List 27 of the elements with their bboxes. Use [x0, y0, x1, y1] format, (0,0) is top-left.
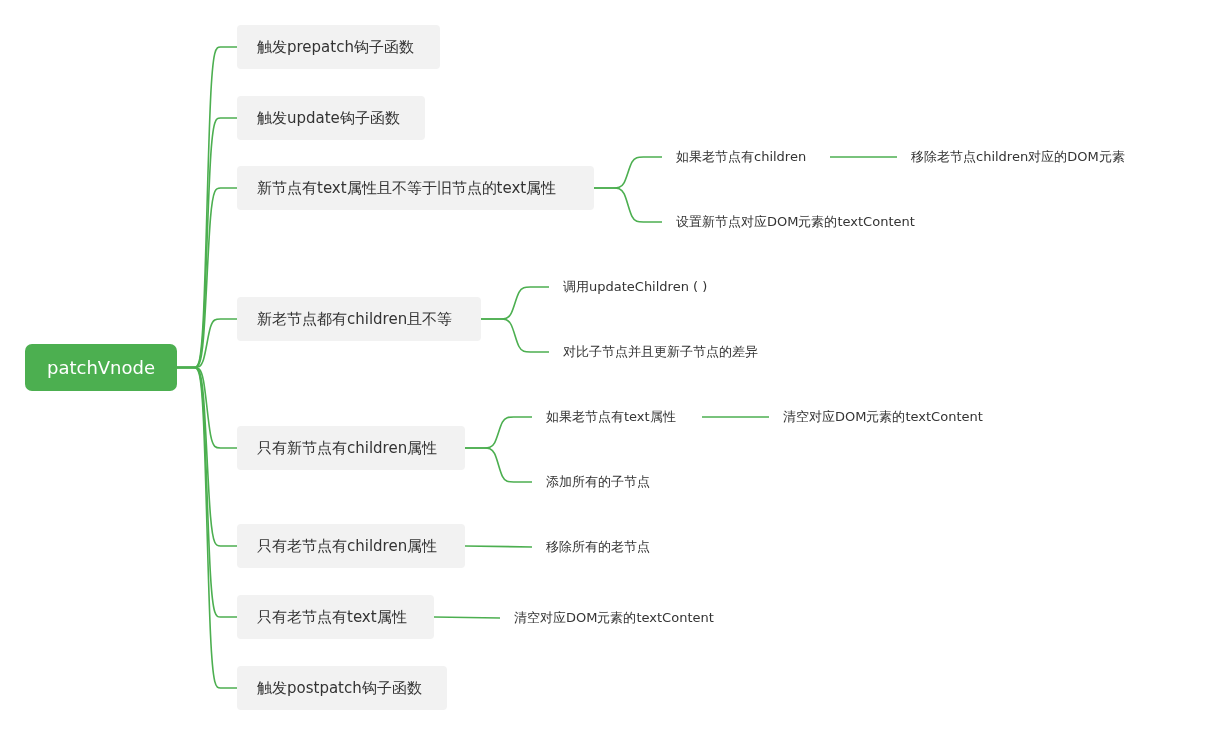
subtopic-label: 添加所有的子节点	[538, 471, 678, 493]
topic-box: 触发update钩子函数	[237, 96, 425, 140]
subtopic-label: 清空对应DOM元素的textContent	[506, 607, 746, 629]
connector-line	[464, 447, 533, 483]
connector-line	[701, 416, 770, 418]
subtopic-label: 如果老节点有text属性	[538, 406, 698, 428]
central-topic: patchVnode	[25, 344, 177, 391]
subtopic-label: 移除老节点children对应的DOM元素	[903, 146, 1153, 168]
topic-box: 触发postpatch钩子函数	[237, 666, 447, 710]
connector-line	[593, 187, 663, 223]
subtopic-label: 移除所有的老节点	[538, 536, 678, 558]
topic-box: 只有老节点有text属性	[237, 595, 434, 639]
subtopic-label: 清空对应DOM元素的textContent	[775, 406, 1015, 428]
connector-line	[829, 156, 898, 158]
connector-line	[480, 318, 550, 353]
connector-line	[176, 366, 238, 689]
topic-box: 新节点有text属性且不等于旧节点的text属性	[237, 166, 594, 210]
topic-box: 只有新节点有children属性	[237, 426, 465, 470]
connector-line	[464, 545, 533, 548]
topic-box: 新老节点都有children且不等	[237, 297, 481, 341]
subtopic-label: 对比子节点并且更新子节点的差异	[555, 341, 790, 363]
topic-box: 只有老节点有children属性	[237, 524, 465, 568]
connector-line	[433, 616, 501, 619]
subtopic-label: 设置新节点对应DOM元素的textContent	[668, 211, 943, 233]
topic-box: 触发prepatch钩子函数	[237, 25, 440, 69]
subtopic-label: 调用updateChildren ( )	[555, 276, 735, 298]
subtopic-label: 如果老节点有children	[668, 146, 826, 168]
